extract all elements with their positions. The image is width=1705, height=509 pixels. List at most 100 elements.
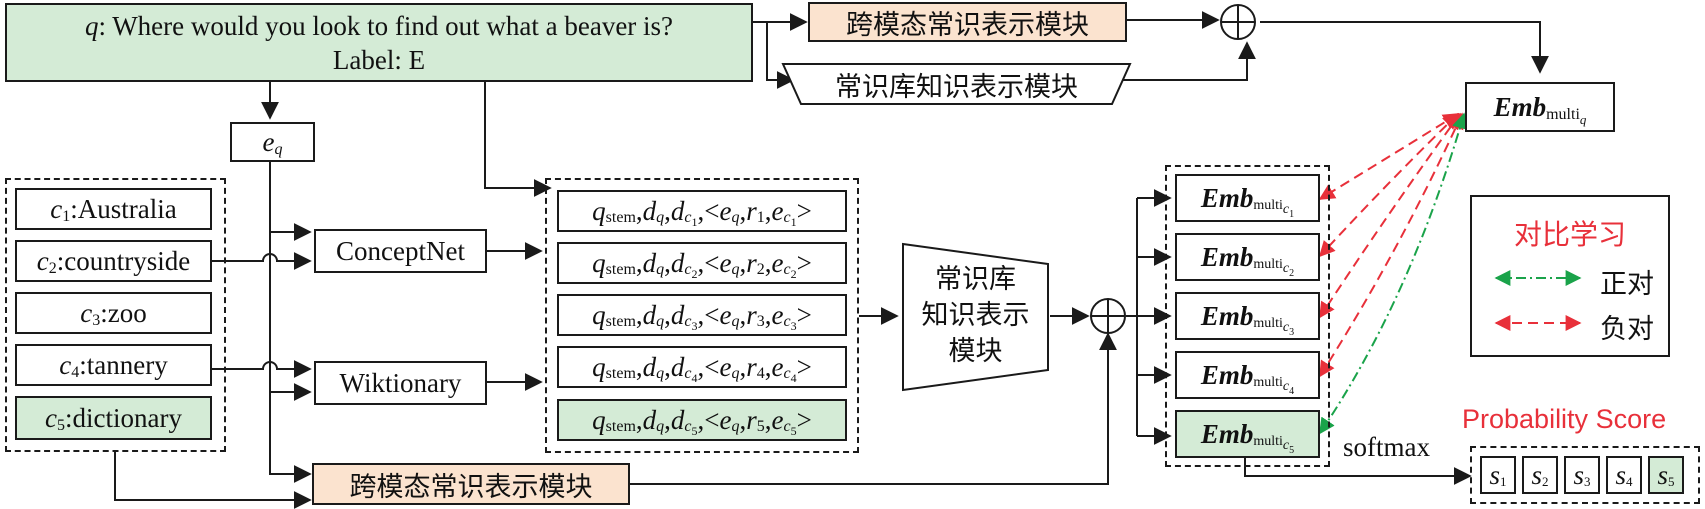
kb-center-line-2: 知识表示 [921,300,1030,331]
probability-group [1470,446,1700,504]
pos-arrow-5 [1319,112,1468,435]
emb-subsub: c [1282,202,1290,217]
emb-idx: 2 [1289,267,1295,279]
tuple-stem: stem [605,209,636,226]
tuple-stem: stem [605,261,636,278]
emb-main: Emb [1200,418,1254,449]
kb-module-trapezoid [902,242,1049,392]
arrow-eq-to-crossmodal-bottom [269,162,312,483]
tuple-e: e [719,404,732,435]
emb-sub: multi [1253,434,1283,449]
tuple-dcsub: c [684,209,692,226]
tuple-open: < [704,195,720,226]
tuple-open: < [704,247,720,278]
tuple-comma: , [697,195,705,226]
score-sub: 2 [1542,474,1549,489]
tuple-q: q [592,351,606,382]
tuple-q: q [592,247,606,278]
kb-module-top-label: 常识库知识表示模块 [835,71,1078,103]
tuple-esub: q [731,365,740,382]
arrow-q-to-tuples [484,82,552,197]
tuple-dsub: q [656,365,665,382]
choice-c2-text: :countryside [56,245,191,276]
choice-c4-sub: 4 [71,364,80,381]
tuple-comma: , [764,351,772,382]
tuple-close: > [796,404,812,435]
wiktionary-box: Wiktionary [314,361,487,405]
tuple-ecidx: 5 [790,423,797,438]
arrow-emb-to-probability [1244,458,1472,485]
score-sym: s [1615,459,1626,490]
emb-main: Emb [1200,241,1254,272]
tuple-comma: , [739,247,747,278]
tuple-e: e [719,299,732,330]
score-sym: s [1489,459,1500,490]
tuple-stem: stem [605,365,636,382]
tuple-comma: , [664,299,671,330]
tuple-rsub: 4 [756,365,765,382]
eq-sub: q [274,141,283,158]
choice-c5-sub: 5 [57,417,65,434]
tuple-close: > [796,195,812,226]
neg-arrow-1 [1318,113,1460,200]
tuple-comma: , [739,404,747,435]
tuple-comma: , [635,195,643,226]
tuple-esub: q [731,418,740,435]
tuple-r: r [746,195,757,226]
tuple-r: r [746,299,757,330]
legend-box [1470,195,1670,357]
tuple-dsub: q [656,261,665,278]
tuple-ec: e [771,351,784,382]
tuple-dcidx: 5 [691,423,698,438]
tuple-ec: e [771,299,784,330]
tuple-q: q [592,299,606,330]
choice-c4-text: :tannery [79,349,168,380]
tuple-rsub: 1 [756,209,765,226]
tuple-dcidx: 4 [691,370,698,385]
tuple-dc: d [670,299,685,330]
emb-subsub: c [1282,438,1290,453]
emb-idx: 4 [1289,385,1295,397]
tuple-dc: d [670,351,685,382]
arrow-q-to-kb [766,22,795,89]
tuple-r: r [746,351,757,382]
legend-positive-label: 正对 [1600,269,1654,300]
tuple-comma: , [664,351,671,382]
emb-subsub: c [1282,320,1290,335]
tuple-q: q [592,404,606,435]
emb-q-main: Emb [1493,91,1547,122]
tuple-ec: e [771,404,784,435]
choice-c4-sym: c [59,349,72,380]
tuple-comma: , [664,404,671,435]
tuple-esub: q [731,209,740,226]
emb-subsub: c [1282,379,1290,394]
tuple-dsub: q [656,209,665,226]
arrow-c2-to-conceptnet [212,252,312,270]
tuple-d: d [642,195,657,226]
legend-negative-label: 负对 [1600,314,1654,345]
tuple-open: < [704,404,720,435]
tuple-dsub: q [656,418,665,435]
tuple-comma: , [764,195,772,226]
cross-modal-module-top: 跨模态常识表示模块 [808,2,1127,42]
emb-main: Emb [1200,182,1254,213]
choice-c5-sym: c [45,402,57,433]
tuple-e: e [719,195,732,226]
kb-center-line-3: 模块 [948,336,1003,367]
choices-group [5,178,226,452]
emb-q-subsub: q [1579,112,1587,127]
tuple-comma: , [764,247,772,278]
